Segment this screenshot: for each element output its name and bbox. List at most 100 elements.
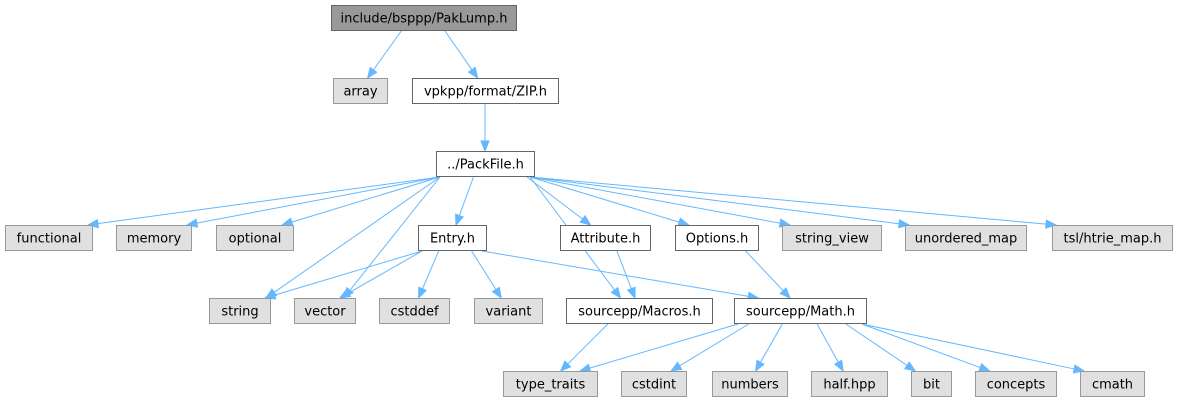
edge-line — [861, 323, 1075, 370]
node-label-paklump: include/bsppp/PakLump.h — [341, 12, 508, 27]
node-math[interactable]: sourcepp/Math.h — [734, 298, 867, 324]
edge-line — [861, 323, 981, 369]
edge-arrowhead — [366, 66, 378, 80]
node-paklump[interactable]: include/bsppp/PakLump.h — [331, 5, 517, 31]
node-variant[interactable]: variant — [474, 298, 543, 324]
edge-packfile-to-options — [529, 176, 691, 227]
node-bit[interactable]: bit — [911, 371, 952, 397]
node-box-array — [333, 78, 388, 104]
node-box-string — [209, 298, 271, 324]
edge-math-to-cmath — [861, 323, 1086, 374]
node-label-variant: variant — [486, 305, 532, 320]
edge-line — [444, 30, 473, 71]
edge-line — [273, 176, 441, 293]
node-concepts[interactable]: concepts — [975, 371, 1057, 397]
node-box-memory — [116, 225, 192, 251]
edge-paklump-to-zip — [444, 30, 479, 80]
edge-line — [845, 323, 908, 366]
edge-math-to-concepts — [861, 323, 991, 372]
node-label-cstdint: cstdint — [632, 378, 676, 393]
edge-arrowhead — [754, 359, 765, 373]
node-cstddef[interactable]: cstddef — [379, 298, 450, 324]
edge-arrowhead — [897, 218, 911, 229]
edge-math-to-bit — [845, 323, 917, 372]
edge-zip-to-packfile — [480, 104, 490, 153]
node-box-numbers — [712, 371, 788, 397]
edge-line — [760, 323, 783, 363]
edge-arrowhead — [559, 360, 572, 372]
node-box-htrie — [1052, 225, 1173, 251]
edge-entry-to-variant — [471, 250, 502, 300]
node-label-options: Options.h — [686, 232, 749, 247]
node-optional[interactable]: optional — [216, 225, 294, 251]
edge-arrowhead — [467, 66, 479, 80]
edge-line — [97, 176, 441, 225]
edge-arrowhead — [338, 288, 352, 299]
node-box-packfile — [436, 151, 535, 177]
node-entry[interactable]: Entry.h — [418, 225, 487, 251]
node-label-memory: memory — [127, 232, 182, 247]
edge-arrowhead — [669, 361, 683, 372]
node-label-string_view: string_view — [795, 232, 869, 247]
node-zip[interactable]: vpkpp/format/ZIP.h — [412, 78, 559, 104]
node-numbers[interactable]: numbers — [712, 371, 788, 397]
node-label-half: half.hpp — [823, 378, 875, 393]
edge-arrowhead — [491, 286, 502, 300]
node-box-paklump — [331, 5, 517, 31]
edge-entry-to-string — [263, 250, 423, 300]
edge-line — [529, 176, 1047, 225]
edge-line — [349, 176, 441, 291]
node-htrie[interactable]: tsl/htrie_map.h — [1052, 225, 1173, 251]
node-box-vector — [294, 298, 356, 324]
node-label-array: array — [343, 85, 377, 100]
node-cmath[interactable]: cmath — [1080, 371, 1145, 397]
edge-line — [816, 323, 839, 363]
edge-arrowhead — [578, 363, 592, 373]
node-unordered_map[interactable]: unordered_map — [905, 225, 1027, 251]
node-string[interactable]: string — [209, 298, 271, 324]
node-array[interactable]: array — [333, 78, 388, 104]
node-box-unordered_map — [905, 225, 1027, 251]
node-box-bit — [911, 371, 952, 397]
node-memory[interactable]: memory — [116, 225, 192, 251]
edge-arrowhead — [280, 217, 294, 227]
edge-packfile-to-attribute — [526, 176, 592, 226]
node-label-htrie: tsl/htrie_map.h — [1064, 232, 1162, 247]
node-label-unordered_map: unordered_map — [915, 232, 1018, 247]
node-label-packfile: ../PackFile.h — [447, 158, 524, 173]
node-label-cmath: cmath — [1092, 378, 1133, 393]
node-attribute[interactable]: Attribute.h — [560, 225, 651, 251]
edge-packfile-to-string_view — [529, 176, 792, 228]
node-label-optional: optional — [229, 232, 282, 247]
edge-packfile-to-entry — [455, 176, 474, 227]
edge-entry-to-vector — [338, 250, 423, 299]
edge-arrowhead — [1045, 219, 1058, 229]
edge-arrowhead — [418, 286, 428, 300]
node-type_traits[interactable]: type_traits — [503, 371, 598, 397]
edge-packfile-to-unordered_map — [529, 176, 911, 229]
edge-line — [348, 250, 423, 294]
node-cstdint[interactable]: cstdint — [621, 371, 687, 397]
node-packfile[interactable]: ../PackFile.h — [436, 151, 535, 177]
node-label-string: string — [221, 305, 258, 320]
edge-arrowhead — [480, 140, 490, 153]
node-box-cstdint — [621, 371, 687, 397]
edge-arrowhead — [1072, 364, 1086, 374]
node-functional[interactable]: functional — [5, 225, 93, 251]
node-box-cstddef — [379, 298, 450, 324]
node-vector[interactable]: vector — [294, 298, 356, 324]
edge-line — [373, 30, 402, 71]
node-box-functional — [5, 225, 93, 251]
node-half[interactable]: half.hpp — [811, 371, 888, 397]
node-label-zip: vpkpp/format/ZIP.h — [424, 85, 547, 100]
node-options[interactable]: Options.h — [675, 225, 759, 251]
edge-math-to-type_traits — [578, 323, 739, 373]
edge-line — [745, 250, 784, 292]
edge-math-to-cstdint — [669, 323, 749, 372]
node-string_view[interactable]: string_view — [782, 225, 882, 251]
node-macros[interactable]: sourcepp/Macros.h — [566, 298, 713, 324]
edge-arrowhead — [626, 286, 636, 300]
node-label-concepts: concepts — [987, 378, 1046, 393]
edge-packfile-to-optional — [280, 176, 441, 227]
